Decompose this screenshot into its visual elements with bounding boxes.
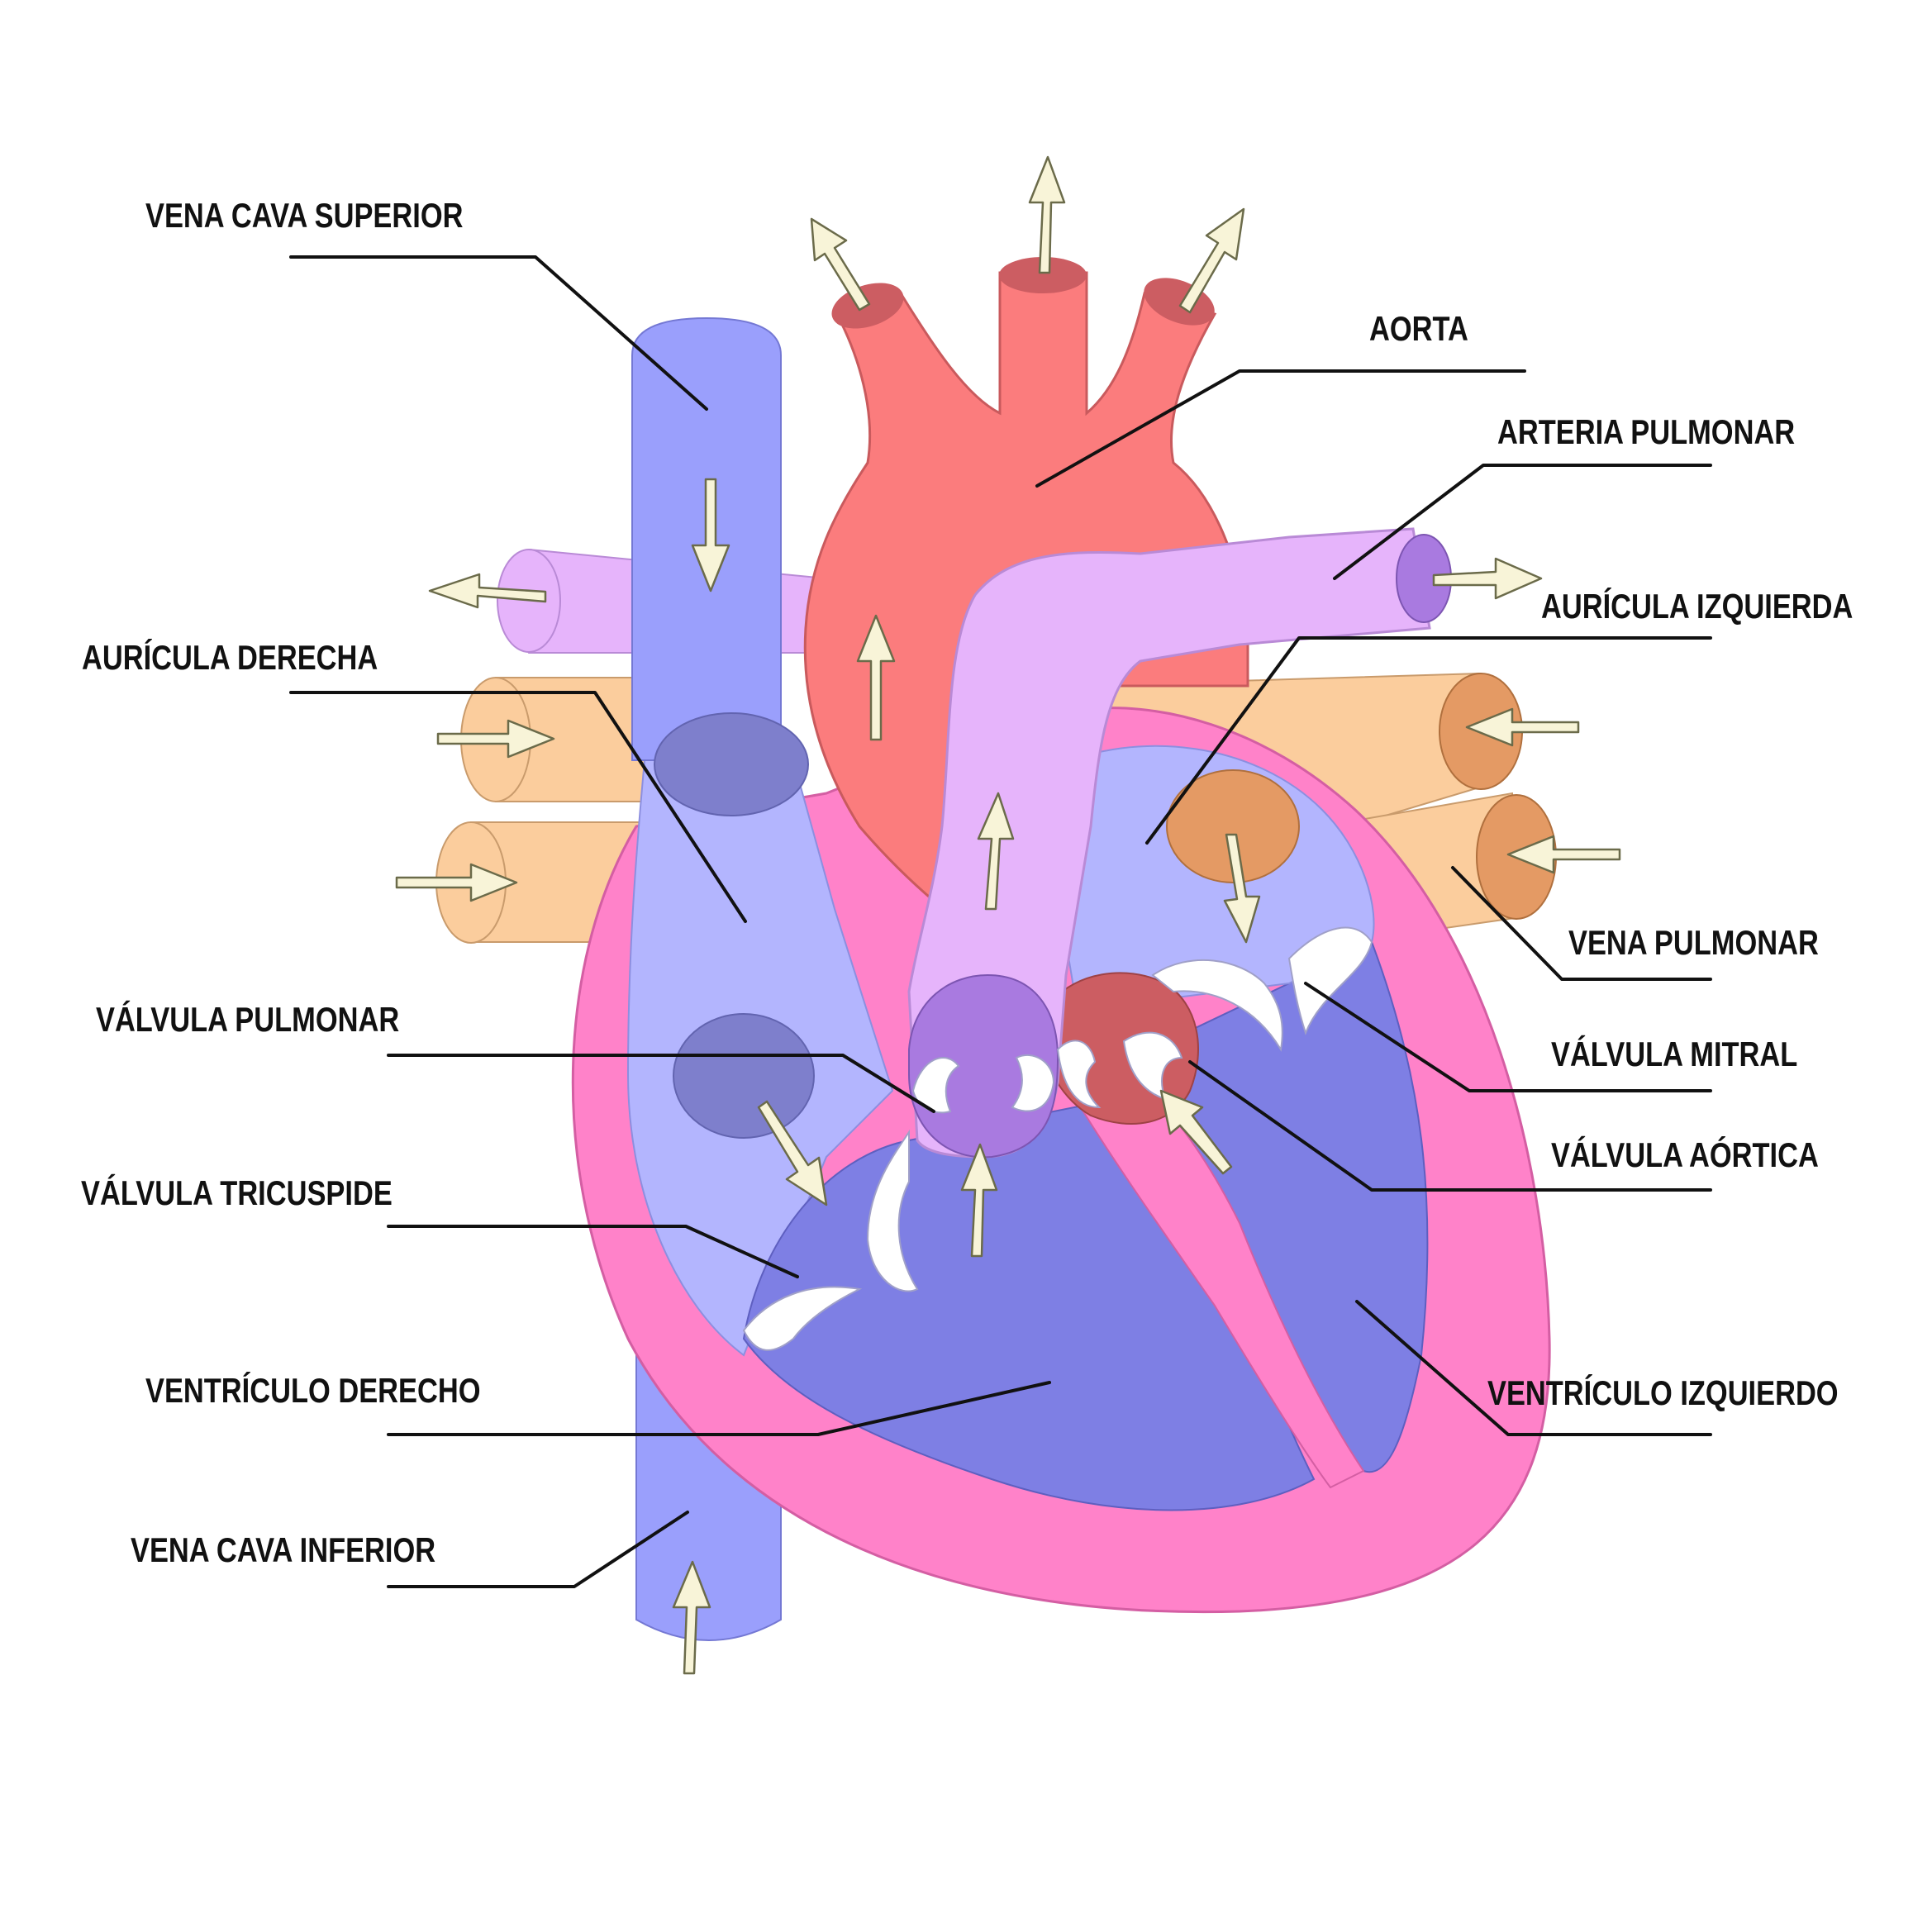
- arrow-right-ventricle-up-icon: [960, 1143, 998, 1258]
- arrow-pulmonary-left-icon: [428, 573, 547, 609]
- leader-valvula-tricuspide: [387, 1225, 799, 1278]
- ivc-opening: [673, 1013, 815, 1139]
- labels: VENA CAVA SUPERIOR AORTA ARTERIA PULMONA…: [81, 197, 1853, 1570]
- label-auricula-derecha: AURÍCULA DERECHA: [82, 638, 378, 678]
- arrow-pulmonary-right-icon: [1432, 557, 1543, 600]
- label-ventriculo-derecho: VENTRÍCULO DERECHO: [145, 1371, 480, 1411]
- svc-opening: [654, 712, 809, 816]
- leader-vena-cava-inferior: [387, 1511, 689, 1588]
- arrow-right-atrium-down-icon: [757, 1100, 828, 1206]
- leader-ventriculo-derecho: [387, 1381, 1051, 1436]
- label-vena-cava-superior: VENA CAVA SUPERIOR: [145, 197, 463, 236]
- arrow-left-ventricle-up-icon: [1159, 1089, 1233, 1175]
- leader-valvula-aortica: [1188, 1060, 1712, 1192]
- arrow-aorta-inside-icon: [856, 614, 896, 741]
- leader-aorta: [1035, 369, 1526, 488]
- arrow-ivc-up-icon: [672, 1560, 711, 1675]
- arrow-pv-right-1-icon: [1465, 707, 1580, 747]
- arrow-pv-right-2-icon: [1506, 835, 1621, 874]
- arrow-pv-left-1-icon: [436, 719, 555, 759]
- leader-vena-pulmonar: [1451, 866, 1712, 981]
- arrow-aorta-branch-3-icon: [1178, 207, 1245, 314]
- arrow-pulmonary-trunk-icon: [977, 792, 1015, 911]
- label-valvula-tricuspide: VÁLVULA TRICUSPIDE: [81, 1173, 393, 1213]
- aorta-branch-2: [999, 257, 1087, 293]
- valve-leaflets: [742, 926, 1373, 1351]
- pulmonary-vein-opening: [1166, 769, 1300, 883]
- label-valvula-mitral: VÁLVULA MITRAL: [1551, 1035, 1797, 1074]
- label-valvula-pulmonar: VÁLVULA PULMONAR: [96, 1000, 399, 1040]
- arrow-pv-left-2-icon: [395, 863, 518, 902]
- label-vena-pulmonar: VENA PULMONAR: [1568, 924, 1819, 963]
- leader-vena-cava-superior: [289, 255, 708, 411]
- flow-arrows: [395, 155, 1621, 1675]
- arrow-aorta-branch-2-icon: [1028, 155, 1066, 274]
- leader-auricula-izquierda: [1145, 636, 1712, 845]
- ventricular-septum: [1064, 1064, 1365, 1489]
- leader-auricula-derecha: [289, 691, 747, 923]
- label-valvula-aortica: VÁLVULA AÓRTICA: [1551, 1135, 1819, 1175]
- label-aorta: AORTA: [1369, 310, 1468, 349]
- arrow-svc-down-icon: [691, 478, 730, 592]
- label-vena-cava-inferior: VENA CAVA INFERIOR: [131, 1531, 435, 1570]
- leader-ventriculo-izquierdo: [1355, 1300, 1712, 1436]
- arrow-left-atrium-down-icon: [1223, 833, 1261, 944]
- leader-lines: [289, 255, 1712, 1588]
- leader-arteria-pulmonar: [1333, 464, 1712, 580]
- label-ventriculo-izquierdo: VENTRÍCULO IZQUIERDO: [1487, 1373, 1839, 1413]
- leader-valvula-mitral: [1304, 982, 1712, 1092]
- label-auricula-izquierda: AURÍCULA IZQUIERDA: [1541, 587, 1853, 626]
- arrow-aorta-branch-1-icon: [810, 217, 871, 312]
- leader-valvula-pulmonar: [387, 1054, 935, 1113]
- label-arteria-pulmonar: ARTERIA PULMONAR: [1497, 413, 1795, 452]
